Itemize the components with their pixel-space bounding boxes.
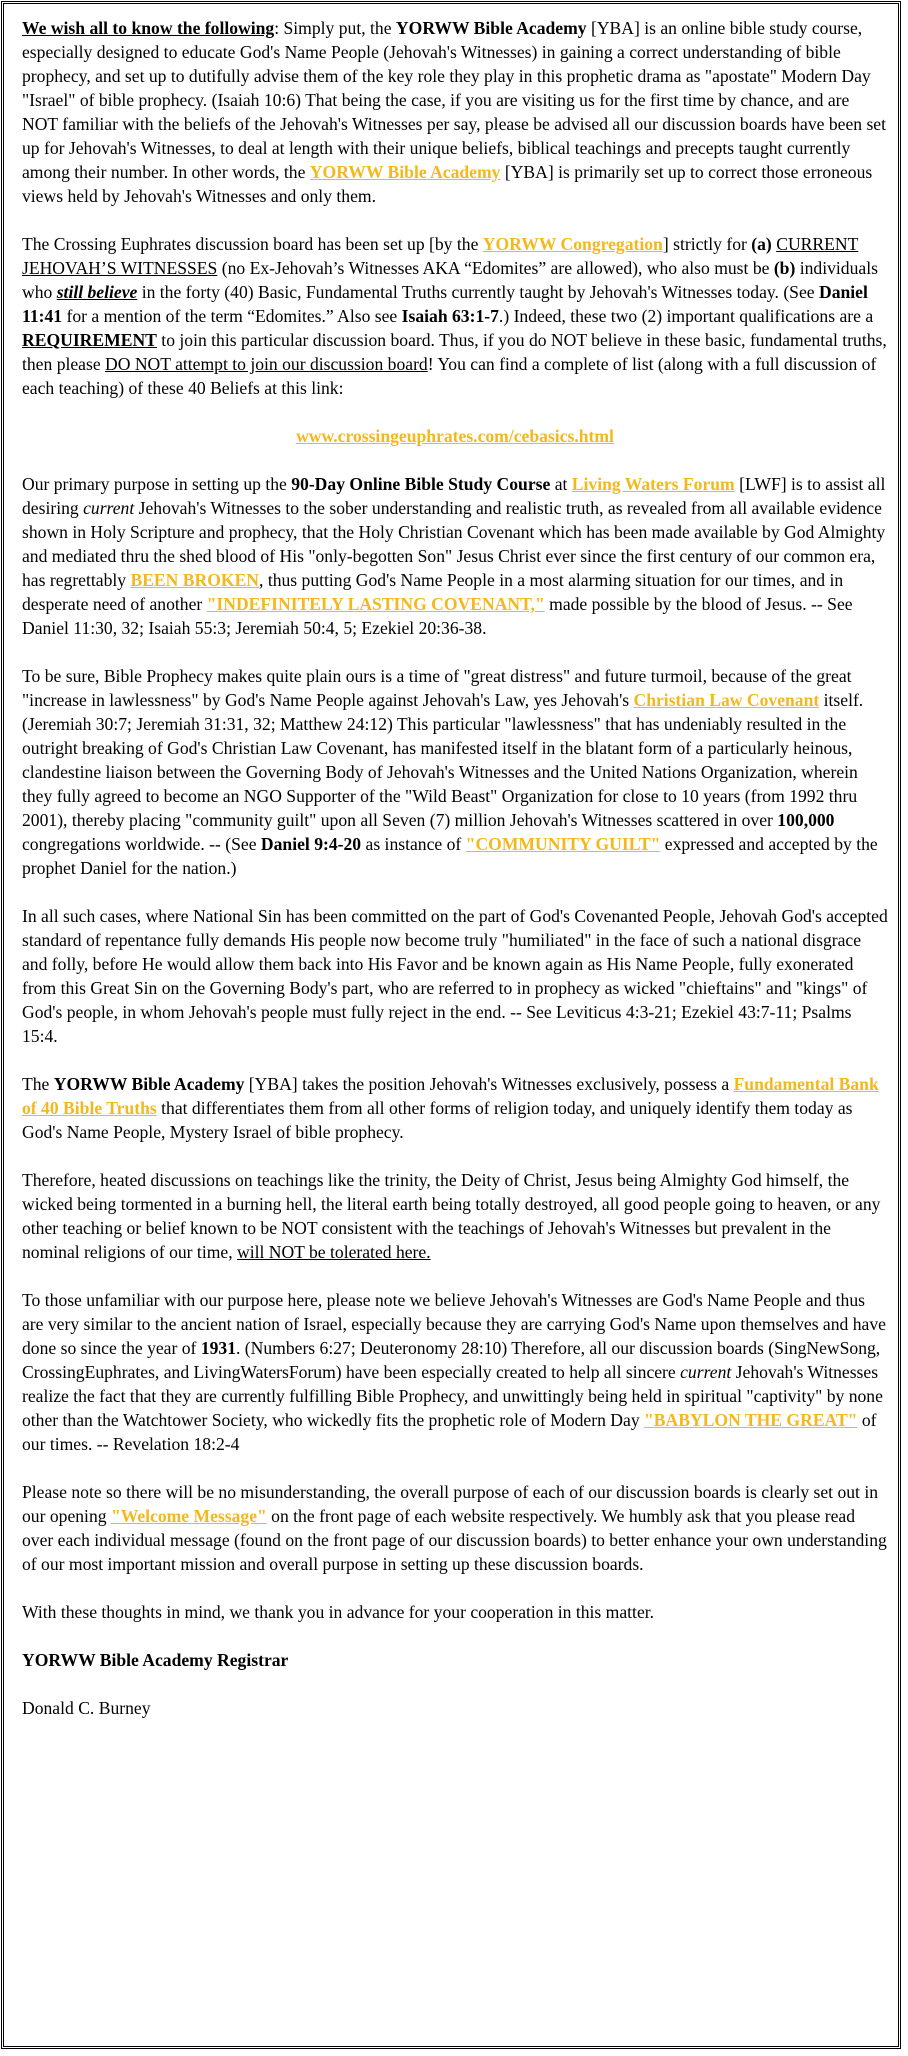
lasting-covenant-link[interactable]: "INDEFINITELY LASTING COVENANT,": [206, 594, 545, 614]
community-guilt-link[interactable]: "COMMUNITY GUILT": [465, 834, 661, 854]
fundamental-bank-link[interactable]: Fundamental Bank of 40 Bible Truths: [22, 1074, 879, 1118]
paragraph-position: The YORWW Bible Academy [YBA] takes the …: [22, 1074, 879, 1142]
been-broken-link[interactable]: BEEN BROKEN: [130, 570, 260, 590]
intro-lead: We wish all to know the following: [22, 18, 275, 38]
yorww-bible-academy-link[interactable]: YORWW Bible Academy: [309, 162, 501, 182]
welcome-message-link[interactable]: "Welcome Message": [110, 1506, 267, 1526]
paragraph-misunderstanding: Please note so there will be no misunder…: [22, 1482, 887, 1574]
paragraph-requirements: The Crossing Euphrates discussion board …: [22, 234, 887, 398]
document-body: We wish all to know the following: Simpl…: [22, 16, 888, 1744]
paragraph-intro: We wish all to know the following: Simpl…: [22, 18, 886, 206]
cebasics-link[interactable]: www.crossingeuphrates.com/cebasics.html: [296, 426, 614, 446]
yorww-congregation-link[interactable]: YORWW Congregation: [482, 234, 663, 254]
signature-name: Donald C. Burney: [22, 1698, 151, 1718]
paragraph-discussions: Therefore, heated discussions on teachin…: [22, 1170, 881, 1262]
babylon-the-great-link[interactable]: "BABYLON THE GREAT": [644, 1410, 858, 1430]
paragraph-purpose: Our primary purpose in setting up the 90…: [22, 474, 886, 638]
christian-law-covenant-link[interactable]: Christian Law Covenant: [633, 690, 820, 710]
basics-url-line: www.crossingeuphrates.com/cebasics.html: [22, 424, 888, 448]
paragraph-unfamiliar: To those unfamiliar with our purpose her…: [22, 1290, 886, 1454]
signature-title: YORWW Bible Academy Registrar: [22, 1650, 289, 1670]
living-waters-forum-link[interactable]: Living Waters Forum: [571, 474, 735, 494]
current-jw-text: CURRENT JEHOVAH’S WITNESSES: [22, 234, 859, 278]
paragraph-national-sin: In all such cases, where National Sin ha…: [22, 906, 888, 1046]
paragraph-thanks: With these thoughts in mind, we thank yo…: [22, 1602, 655, 1622]
paragraph-prophecy: To be sure, Bible Prophecy makes quite p…: [22, 666, 878, 878]
